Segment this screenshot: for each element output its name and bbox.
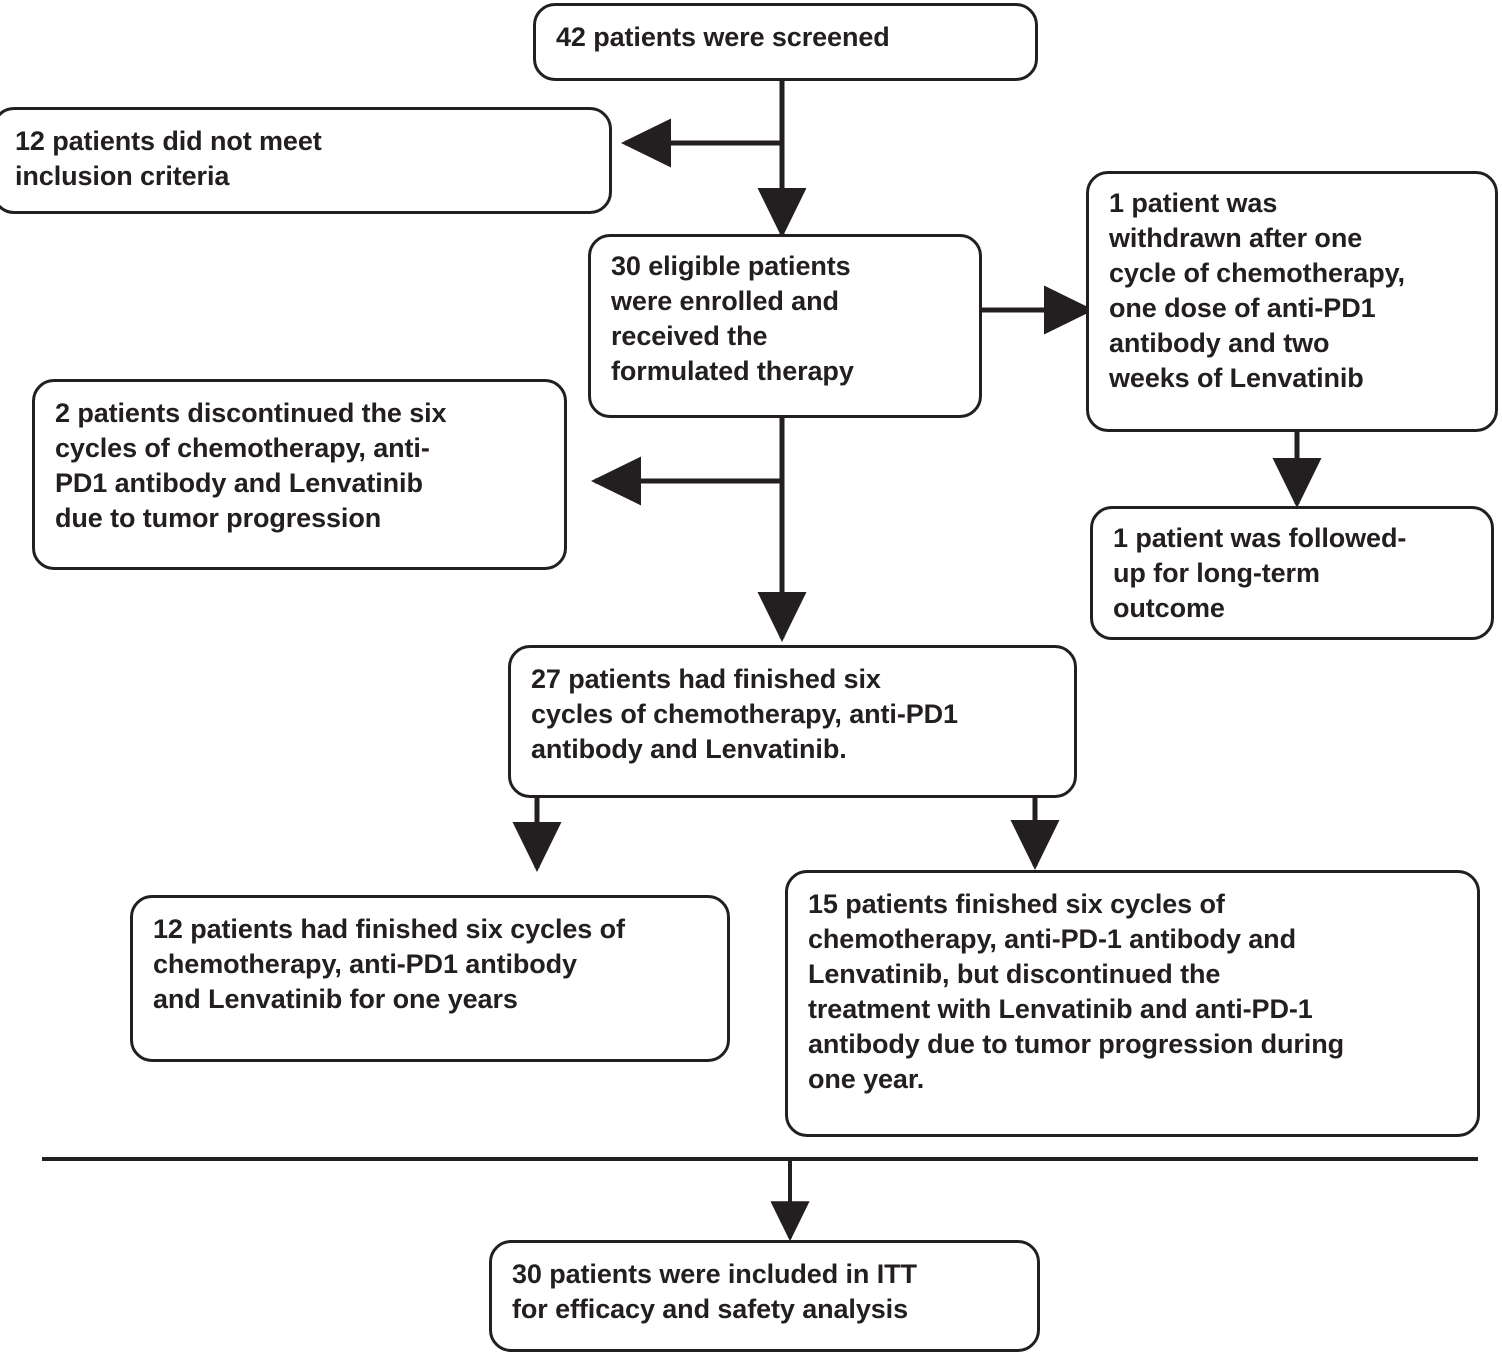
- node-followed-up-label: 1 patient was followed- up for long-term…: [1113, 523, 1407, 624]
- node-enrolled[interactable]: 30 eligible patients were enrolled and r…: [588, 234, 982, 418]
- node-discontinued-two-label: 2 patients discontinued the six cycles o…: [55, 398, 447, 534]
- node-withdrawn-one-cycle[interactable]: 1 patient was withdrawn after one cycle …: [1086, 171, 1498, 432]
- node-not-meet-inclusion-label: 12 patients did not meet inclusion crite…: [15, 126, 322, 192]
- node-withdrawn-one-cycle-label: 1 patient was withdrawn after one cycle …: [1109, 188, 1405, 394]
- node-finished-15-label: 15 patients finished six cycles of chemo…: [808, 889, 1344, 1095]
- node-finished-27[interactable]: 27 patients had finished six cycles of c…: [508, 645, 1077, 798]
- node-screened-label: 42 patients were screened: [556, 22, 890, 52]
- node-finished-27-label: 27 patients had finished six cycles of c…: [531, 664, 958, 765]
- node-itt-label: 30 patients were included in ITT for eff…: [512, 1259, 917, 1325]
- node-not-meet-inclusion[interactable]: 12 patients did not meet inclusion crite…: [0, 107, 612, 214]
- node-finished-12-label: 12 patients had finished six cycles of c…: [153, 914, 625, 1015]
- node-finished-15[interactable]: 15 patients finished six cycles of chemo…: [785, 870, 1480, 1137]
- node-finished-12[interactable]: 12 patients had finished six cycles of c…: [130, 895, 730, 1062]
- node-discontinued-two[interactable]: 2 patients discontinued the six cycles o…: [32, 379, 567, 570]
- node-followed-up[interactable]: 1 patient was followed- up for long-term…: [1090, 506, 1494, 640]
- node-itt[interactable]: 30 patients were included in ITT for eff…: [489, 1240, 1040, 1352]
- node-screened[interactable]: 42 patients were screened: [533, 3, 1038, 81]
- node-enrolled-label: 30 eligible patients were enrolled and r…: [611, 251, 854, 387]
